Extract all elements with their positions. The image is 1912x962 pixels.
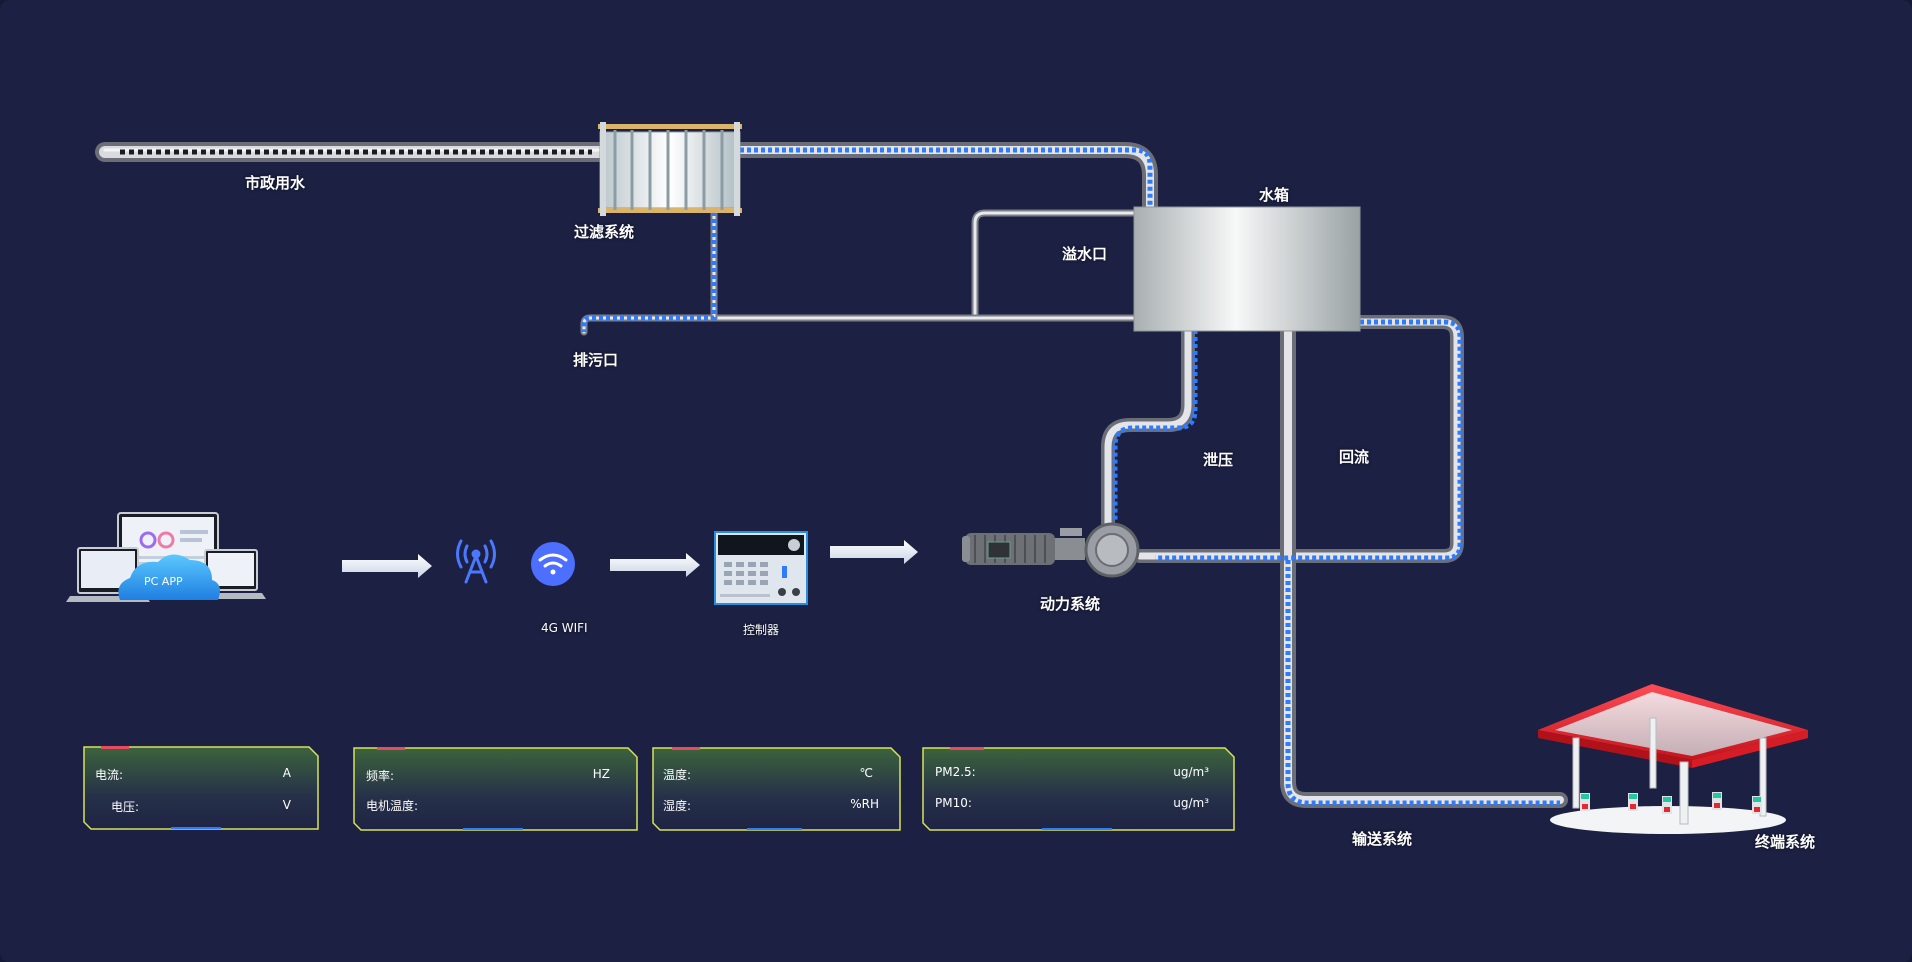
arrows [342, 540, 918, 578]
panel-row-unit: ug/m³ [1173, 765, 1209, 779]
sensor-panel-electrical: 电流: A 电压: V [83, 746, 319, 830]
panel-row-key: 温度: [663, 768, 692, 782]
label-filter-system: 过滤系统 [574, 223, 635, 241]
label-overflow: 溢水口 [1062, 245, 1108, 263]
sensor-panel-air-quality: PM2.5: ug/m³ PM10: ug/m³ [922, 747, 1235, 831]
water-tank [1133, 206, 1361, 332]
panel-row-key: 电机温度: [366, 799, 419, 813]
panel-row-unit: %RH [850, 797, 879, 811]
relief-pipe [1101, 323, 1195, 535]
filter-to-tank-pipe [732, 142, 1158, 216]
flow-lines [581, 147, 1560, 806]
panel-row-key: 频率: [366, 769, 395, 783]
panel-row-unit: ℃ [859, 766, 873, 780]
panel-row-unit: HZ [592, 767, 610, 781]
label-drain: 排污口 [573, 351, 619, 369]
delivery-pipe [1280, 322, 1568, 808]
wifi-icon [531, 542, 575, 586]
label-pressure-relief: 泄压 [1203, 451, 1234, 469]
arrow-3 [830, 540, 918, 564]
drain-pipe [580, 314, 1138, 336]
label-controller: 控制器 [743, 623, 780, 637]
filter-unit [598, 122, 742, 216]
label-water-tank: 水箱 [1259, 186, 1290, 204]
panel-row-key: PM2.5: [935, 765, 976, 779]
label-municipal-water: 市政用水 [245, 174, 306, 192]
antenna-tower-icon [456, 539, 496, 584]
panel-row-unit: V [282, 798, 291, 812]
panel-row-key: 电压: [111, 800, 140, 814]
pump-motor [962, 522, 1140, 578]
arrow-2 [610, 553, 700, 577]
panel-row-unit: ug/m³ [1173, 796, 1209, 810]
panel-row-key: 电流: [95, 768, 124, 782]
panel-row-unit: A [282, 766, 291, 780]
label-delivery-system: 输送系统 [1352, 830, 1413, 848]
arrow-1 [342, 554, 432, 578]
panel-row-key: 湿度: [663, 799, 692, 813]
panel-row-key: PM10: [935, 796, 972, 810]
label-network: 4G WIFI [541, 621, 588, 635]
devices-cluster [66, 512, 266, 602]
controller-device [714, 531, 808, 605]
sensor-panel-climate: 温度: ℃ 湿度: %RH [652, 747, 901, 831]
terminal-station [1538, 684, 1808, 834]
label-terminal-system: 终端系统 [1755, 833, 1816, 851]
sensor-panel-motor: 频率: HZ 电机温度: [353, 747, 638, 831]
label-power-system: 动力系统 [1040, 595, 1101, 613]
overflow-pipe [971, 209, 1138, 322]
label-return-flow: 回流 [1339, 448, 1370, 466]
cloud-label: PC APP [144, 575, 183, 588]
